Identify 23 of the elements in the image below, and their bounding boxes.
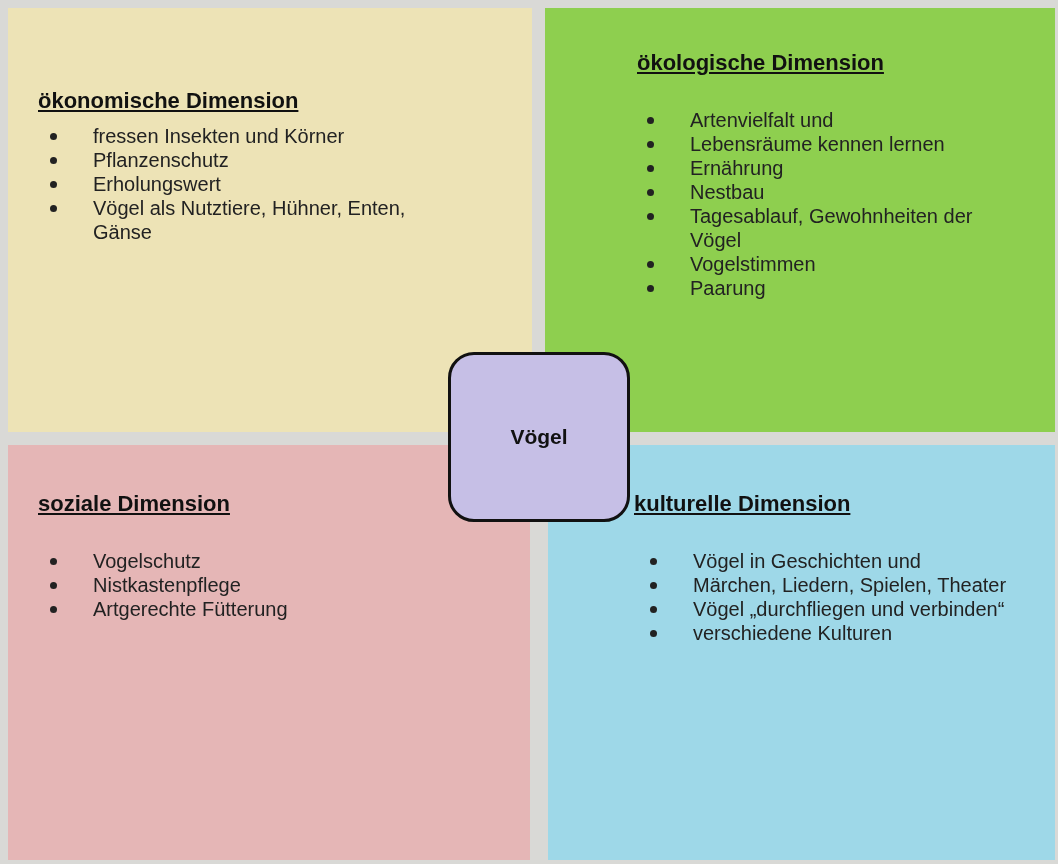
- panel-heading: ökologische Dimension: [637, 50, 884, 76]
- bullet-item: Märchen, Liedern, Spielen, Theater: [693, 573, 1007, 597]
- bullet-item: fressen Insekten und Körner: [93, 124, 345, 148]
- bullet-item: Nestbau: [690, 180, 765, 204]
- bullet-item: verschiedene Kulturen: [693, 621, 892, 645]
- bullet-item: Nistkastenpflege: [93, 573, 241, 597]
- bullet-item: Pflanzenschutz: [93, 148, 229, 172]
- panel-heading: ökonomische Dimension: [38, 88, 299, 114]
- bullet-item: Lebensräume kennen lernen: [690, 132, 945, 156]
- bullet-item: Vögel in Geschichten und: [693, 549, 921, 573]
- bullet-item: Tagesablauf, Gewohnheiten der Vögel: [690, 204, 974, 252]
- bullet-item: Paarung: [690, 276, 766, 300]
- panel-heading: soziale Dimension: [38, 491, 230, 517]
- bullet-item: Artgerechte Fütterung: [93, 597, 288, 621]
- bullet-item: Vögel „durchfliegen und verbinden“: [693, 597, 1005, 621]
- bullet-item: Vögel als Nutztiere, Hühner, Enten, Gänse: [93, 196, 407, 244]
- bullet-item: Vogelstimmen: [690, 252, 816, 276]
- bullet-item: Vogelschutz: [93, 549, 201, 573]
- panel-heading: kulturelle Dimension: [634, 491, 851, 517]
- topic-box: Vögel: [448, 352, 630, 522]
- bullet-item: Erholungswert: [93, 172, 221, 196]
- bullet-item: Artenvielfalt und: [690, 108, 834, 132]
- bullet-item: Ernährung: [690, 156, 784, 180]
